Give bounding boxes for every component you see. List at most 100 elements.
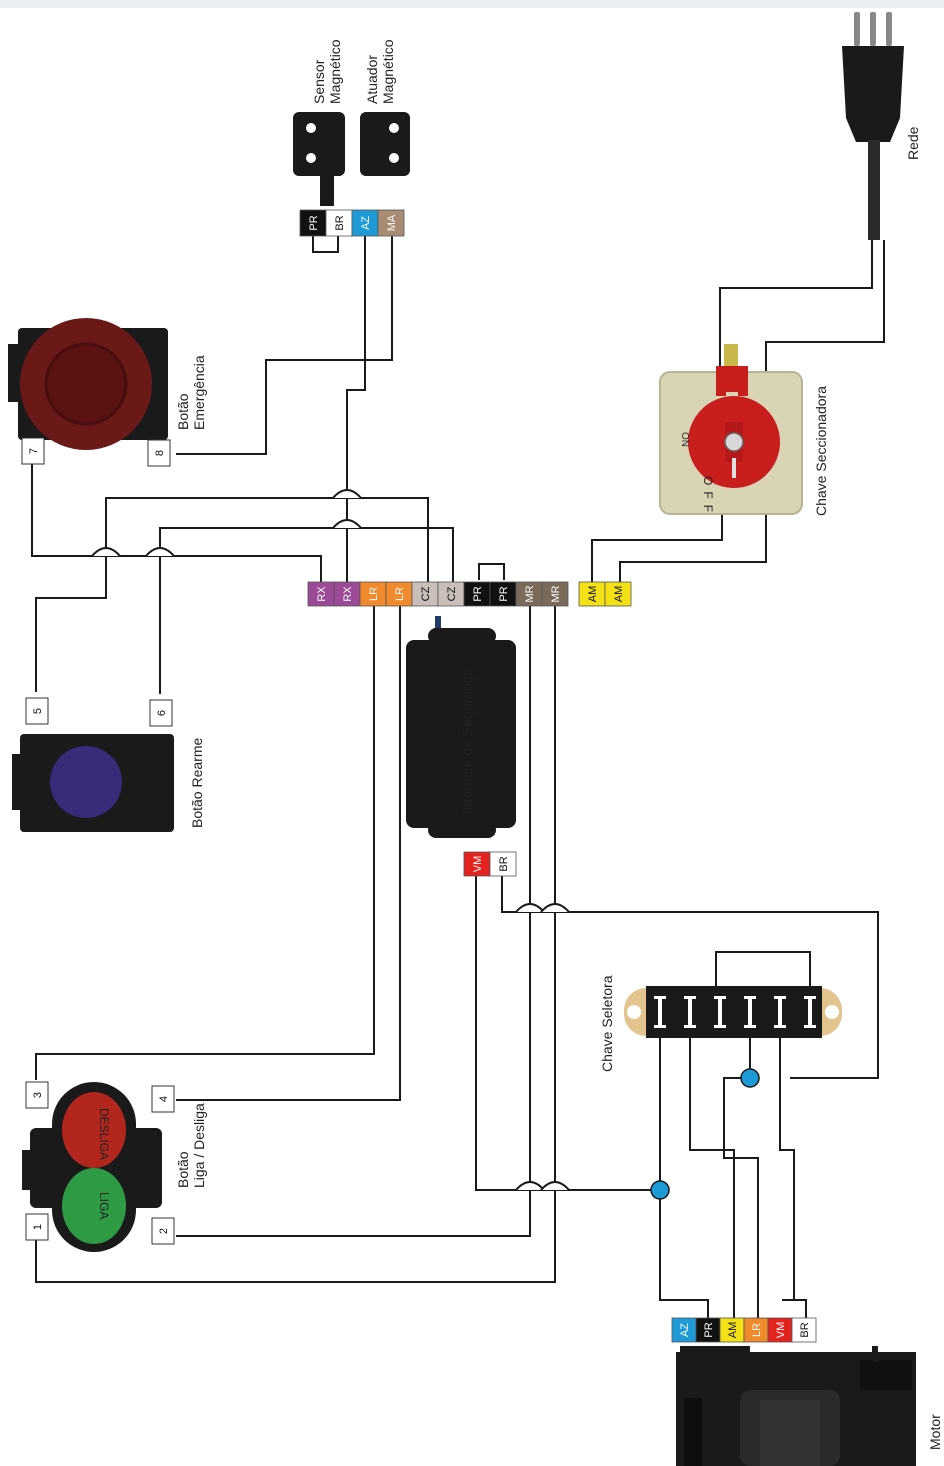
terminal: BR: [791, 1317, 817, 1343]
terminal-label: LR: [751, 1323, 763, 1337]
terminal: RX: [333, 581, 361, 607]
terminal: PR: [489, 581, 517, 607]
wire-mr1-term2: [176, 606, 531, 1237]
top-bar: [0, 0, 944, 8]
hop-5: [515, 903, 545, 913]
sensor-magnetic: [293, 112, 345, 206]
wire-sensor-az: [346, 236, 366, 582]
onoff-button: [22, 1082, 162, 1252]
terminal-number: 4: [158, 1096, 170, 1102]
terminal: MA: [377, 209, 405, 237]
terminal: VM: [463, 851, 491, 877]
terminal-label: PR: [472, 586, 484, 601]
terminal: RX: [307, 581, 335, 607]
wire-net1: [719, 240, 873, 372]
terminal-label: VM: [472, 856, 484, 873]
terminal-number-box: 5: [25, 697, 49, 725]
terminal-label: AM: [587, 586, 599, 603]
terminal: AZ: [351, 209, 379, 237]
terminal-label: LR: [394, 587, 406, 601]
selector-contact: [654, 996, 666, 1028]
wire-term5: [35, 582, 107, 692]
terminal-label: PR: [498, 586, 510, 601]
disconnector-label: Chave Seccionadora: [813, 386, 829, 516]
motor: [676, 1346, 916, 1466]
terminal-number-box: 8: [147, 439, 171, 467]
screw-hole: [306, 153, 316, 163]
terminal-label: PR: [703, 1322, 715, 1337]
handle-tip: [724, 344, 738, 368]
wire-pr-jumper: [478, 563, 505, 580]
hop-6: [540, 903, 570, 913]
terminal-number: 3: [32, 1092, 44, 1098]
terminal-number: 2: [158, 1228, 170, 1234]
terminal: AM: [578, 581, 606, 607]
wire-sel-2: [689, 1036, 735, 1318]
selector-contacts: [654, 996, 816, 1028]
terminal-number-box: 2: [151, 1217, 175, 1245]
switch-on-text: ON: [679, 432, 690, 447]
power-plug: [842, 12, 904, 240]
selector-contact: [744, 996, 756, 1028]
terminal-label: AZ: [360, 216, 372, 230]
terminal: CZ: [411, 581, 439, 607]
hop-1: [91, 547, 121, 557]
terminal: AZ: [671, 1317, 697, 1343]
terminal-number: 1: [32, 1224, 44, 1230]
number-boxes: 1 2 3 4 5 6 7 8: [21, 437, 175, 1245]
terminal-label: LR: [368, 587, 380, 601]
terminal-label: RX: [316, 586, 328, 602]
hop-4: [332, 519, 362, 529]
sensor-cable: [320, 176, 334, 206]
emergency-label: Botão Emergência: [175, 355, 207, 430]
terminal: LR: [359, 581, 387, 607]
reset-label: Botão Rearme: [189, 738, 205, 828]
terminal: MR: [515, 581, 543, 607]
screw-hole: [389, 153, 399, 163]
terminal: PR: [695, 1317, 721, 1343]
hop-2: [145, 547, 175, 557]
wire-net2: [765, 240, 885, 372]
network-label: Rede: [905, 126, 921, 160]
terminal: BR: [325, 209, 353, 237]
selector-label: Chave Seletora: [599, 975, 615, 1072]
terminal-label: CZ: [420, 586, 432, 601]
terminal: VM: [767, 1317, 793, 1343]
wire-term7: [31, 462, 322, 582]
interface-label: Interface de Segurança: [459, 668, 475, 814]
terminal-label: VM: [775, 1322, 787, 1339]
terminal-number-box: 3: [25, 1081, 49, 1109]
sensor-label: Sensor Magnético: [311, 39, 343, 104]
off-button: [62, 1092, 126, 1168]
wire-br-out: [501, 876, 879, 1079]
junction-dot: [650, 1180, 670, 1200]
terminal-label: MR: [524, 585, 536, 602]
terminal-label: PR: [308, 215, 320, 230]
terminal: PR: [463, 581, 491, 607]
screw-hole: [306, 123, 316, 133]
terminal-label: BR: [334, 215, 346, 230]
switch-off-text: OFF: [701, 476, 715, 518]
wire-lr2-term4: [176, 606, 401, 1101]
motor-label: Motor: [927, 1414, 943, 1450]
hop-7: [515, 1181, 545, 1191]
wire-am2: [619, 514, 767, 582]
terminal-number: 8: [154, 450, 166, 456]
terminal-number-box: 6: [149, 699, 173, 727]
terminal-label: AZ: [679, 1323, 691, 1337]
off-text: DESLIGA: [97, 1108, 111, 1160]
hop-8: [540, 1181, 570, 1191]
crossovers: [91, 489, 570, 1191]
terminal-number-box: 7: [21, 437, 45, 465]
wire-lr1-term3: [35, 606, 375, 1080]
terminal: AM: [719, 1317, 745, 1343]
terminal: LR: [743, 1317, 769, 1343]
terminal: PR: [299, 209, 327, 237]
wire-mr2-term1: [35, 606, 556, 1283]
sensor-terminal-strip: PR BR AZ MA: [299, 209, 405, 237]
onoff-label: Botão Liga / Desliga: [175, 1103, 207, 1188]
terminal-label: RX: [342, 586, 354, 602]
wire-cz1: [105, 497, 429, 582]
